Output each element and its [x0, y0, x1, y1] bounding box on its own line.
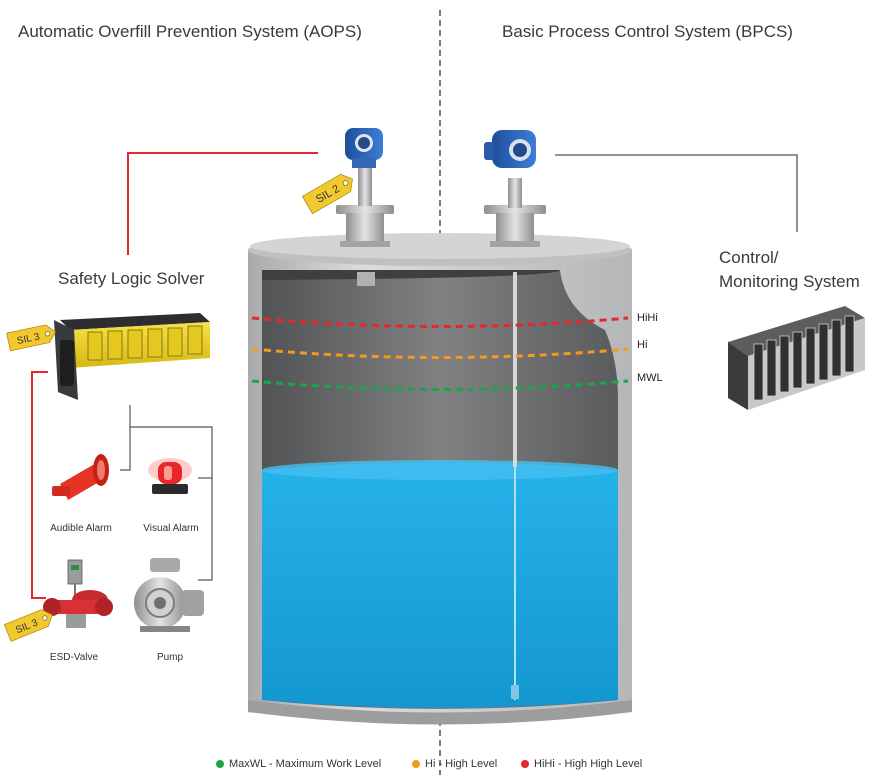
storage-tank — [248, 233, 632, 725]
legend-item-mwl: MaxWL - Maximum Work Level — [216, 758, 381, 770]
control-monitoring-line1: Control/ — [719, 248, 779, 267]
bpcs-heading: Basic Process Control System (BPCS) — [502, 22, 793, 41]
sil-tag-logic-solver: SIL 3 — [6, 324, 56, 352]
pump-icon — [134, 558, 204, 632]
level-tag-hihi: HiHi — [637, 312, 658, 324]
bpcs-link — [555, 154, 798, 232]
aops-link-valve — [31, 371, 48, 599]
liquid — [262, 462, 618, 708]
legend-item-hi: Hi - High Level — [412, 758, 497, 770]
control-monitoring-label: Control/ Monitoring System — [719, 246, 860, 294]
sil-tag-esd-valve: SIL 3 — [3, 609, 53, 642]
control-monitoring-line2: Monitoring System — [719, 272, 860, 291]
audible-alarm-label: Audible Alarm — [50, 523, 112, 534]
radar-level-transmitter-icon — [336, 128, 394, 247]
valve-icon — [43, 559, 113, 628]
beacon-icon — [148, 458, 192, 494]
control-system-icon — [728, 306, 865, 410]
pump-label: Pump — [156, 652, 184, 663]
visual-alarm-label: Visual Alarm — [143, 523, 199, 534]
aops-link-transmitter — [127, 152, 318, 255]
legend-text-hi: Hi - High Level — [425, 758, 498, 770]
safety-logic-solver-label: Safety Logic Solver — [58, 269, 205, 288]
level-line-hihi — [251, 316, 629, 328]
horn-icon — [52, 454, 109, 500]
level-line-mwl — [251, 379, 629, 391]
level-line-hi — [251, 347, 629, 359]
legend-text-hihi: HiHi - High High Level — [534, 758, 643, 770]
legend-dot-green — [216, 760, 224, 768]
legend-item-hihi: HiHi - High High Level — [521, 758, 642, 770]
radar-level-transmitter-icon — [484, 130, 546, 247]
esd-valve-label: ESD-Valve — [49, 652, 99, 663]
legend-text-mwl: MaxWL - Maximum Work Level — [229, 758, 382, 770]
logic-solver-icon — [54, 313, 210, 400]
aops-heading: Automatic Overfill Prevention System (AO… — [18, 22, 362, 41]
sil-tag-transmitter: SIL 2 — [301, 173, 353, 215]
level-tag-mwl: MWL — [637, 372, 663, 384]
sil-tag-logic-solver-label: SIL 3 — [16, 331, 41, 347]
legend-dot-red — [521, 760, 529, 768]
level-tag-hi: Hi — [637, 339, 648, 351]
legend-dot-orange — [412, 760, 420, 768]
